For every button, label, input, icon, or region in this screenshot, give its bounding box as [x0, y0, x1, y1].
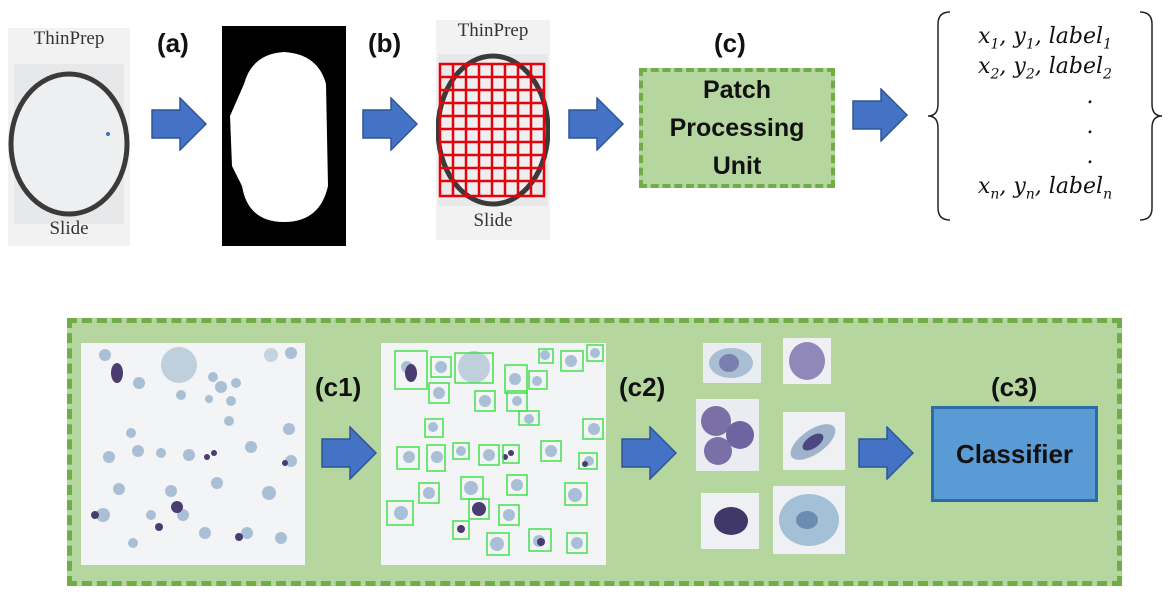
arrow-right-icon	[621, 426, 678, 480]
detected-cells-image	[381, 343, 606, 565]
output-ellipsis-dot: .	[1086, 84, 1094, 109]
arrow-right-icon	[568, 97, 625, 151]
output-row-n: xn, yn, labeln	[977, 174, 1113, 203]
cropped-cell-image	[783, 338, 831, 384]
output-ellipsis-dot: .	[1086, 144, 1094, 169]
slide-grid-image: ThinPrep Slide	[436, 20, 550, 240]
output-row-2: x2, y2, label2	[978, 54, 1112, 83]
label-c3: (c3)	[991, 372, 1038, 402]
ppu-line3: Unit	[712, 152, 762, 180]
output-ellipsis-dot: .	[1086, 114, 1094, 139]
arrow-right-icon	[858, 426, 915, 480]
slide-brand-text: ThinPrep	[33, 28, 105, 49]
arrow-right-icon	[321, 426, 378, 480]
output-row-1: x1, y1, label1	[978, 24, 1112, 53]
patch-grid-overlay	[436, 53, 550, 207]
slide-footer-text: Slide	[473, 210, 513, 231]
patch-processing-unit-box: Patch Processing Unit	[639, 68, 835, 188]
classifier-label: Classifier	[955, 438, 1074, 469]
label-c2: (c2)	[619, 372, 666, 402]
cropped-cell-image	[783, 412, 845, 470]
label-a: (a)	[157, 28, 189, 58]
ppu-line2: Processing	[669, 114, 805, 142]
cropped-cell-image	[703, 343, 761, 383]
ppu-line1: Patch	[702, 76, 772, 104]
label-c: (c)	[714, 28, 746, 58]
label-c1: (c1)	[315, 372, 362, 402]
arrow-right-icon	[362, 97, 419, 151]
arrow-right-icon	[852, 88, 909, 142]
raw-patch-image	[81, 343, 305, 565]
right-brace-icon	[1139, 11, 1163, 221]
slide-specimen-circle	[8, 64, 130, 224]
slide-image: ThinPrep Slide	[8, 28, 130, 246]
classifier-box: Classifier	[931, 406, 1098, 502]
cropped-cell-image	[701, 493, 759, 549]
cropped-cell-image	[696, 399, 759, 471]
label-b: (b)	[368, 28, 402, 58]
slide-footer-text: Slide	[49, 218, 89, 239]
left-brace-icon	[927, 11, 951, 221]
tissue-mask-image	[222, 26, 346, 246]
cropped-cell-image	[773, 486, 845, 554]
arrow-right-icon	[151, 97, 208, 151]
output-tuple-list: x1, y1, label1 x2, y2, label2 . . . xn, …	[950, 22, 1140, 202]
slide-brand-text: ThinPrep	[457, 20, 529, 41]
